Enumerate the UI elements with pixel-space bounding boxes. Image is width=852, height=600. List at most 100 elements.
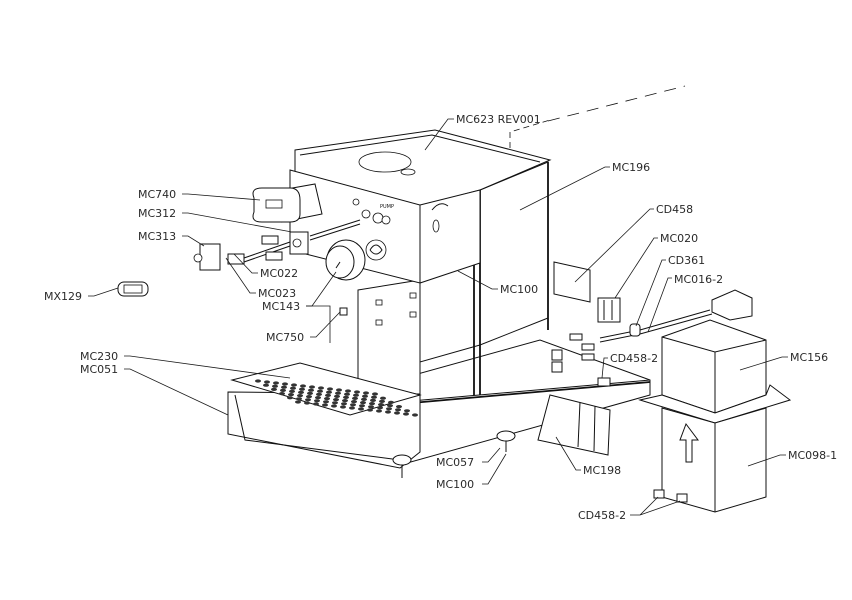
label-mc020: MC020	[660, 232, 698, 245]
grate-hole	[368, 405, 374, 409]
label-mc057: MC057	[436, 456, 474, 469]
relay-mc020	[597, 297, 621, 323]
label-mc016-2: MC016-2	[674, 273, 723, 286]
grate-hole	[377, 406, 383, 410]
label-mc156: MC156	[790, 351, 828, 364]
grate-hole	[279, 392, 285, 396]
grate-hole	[388, 400, 394, 404]
label-mc100-upper: MC100	[500, 283, 538, 296]
grate-hole	[340, 405, 346, 409]
drip-tray	[227, 362, 422, 469]
grate-hole	[334, 394, 340, 398]
drip-grate	[255, 379, 418, 417]
grate-hole	[385, 410, 391, 414]
grate-hole	[412, 413, 418, 417]
grate-hole	[341, 402, 347, 406]
label-cd458-2-lower: CD458-2	[578, 509, 626, 522]
grate-hole	[342, 399, 348, 403]
grate-hole	[358, 407, 364, 411]
grate-hole	[297, 394, 303, 398]
grate-hole	[331, 404, 337, 408]
grate-hole	[333, 398, 339, 402]
grate-hole	[363, 391, 369, 395]
label-cd361: CD361	[668, 254, 705, 267]
grate-hole	[370, 398, 376, 402]
label-mc143: MC143	[262, 300, 300, 313]
grate-hole	[361, 397, 367, 401]
label-mc198: MC198	[583, 464, 621, 477]
grate-hole	[322, 403, 328, 407]
grate-hole	[403, 412, 409, 416]
grate-hole	[369, 402, 375, 406]
grate-hole	[288, 393, 294, 397]
grate-hole	[332, 401, 338, 405]
grate-hole	[314, 399, 320, 403]
label-mc051: MC051	[80, 363, 118, 376]
controller-display	[252, 183, 323, 223]
grate-hole	[394, 411, 400, 415]
label-mc230: MC230	[80, 350, 118, 363]
grate-hole	[380, 396, 386, 400]
phantom-line	[509, 85, 686, 158]
grate-hole	[316, 392, 322, 396]
grommet-cd361	[629, 323, 641, 337]
grate-hole	[315, 396, 321, 400]
power-cord	[551, 289, 753, 373]
grate-hole	[359, 404, 365, 408]
grate-hole	[372, 392, 378, 396]
grate-hole	[395, 408, 401, 412]
toggle-switch	[193, 219, 361, 271]
grate-hole	[281, 385, 287, 389]
grate-hole	[289, 389, 295, 393]
grate-hole	[271, 387, 277, 391]
grate-hole	[326, 390, 332, 394]
grate-hole	[378, 403, 384, 407]
grate-hole	[280, 388, 286, 392]
fitting-mc750	[339, 307, 348, 316]
grate-hole	[296, 397, 302, 401]
label-mc313: MC313	[138, 230, 176, 243]
grate-hole	[304, 401, 310, 405]
grate-hole	[282, 382, 288, 386]
grate-hole	[351, 400, 357, 404]
grate-hole	[299, 387, 305, 391]
grate-hole	[272, 384, 278, 388]
label-mx129: MX129	[44, 290, 82, 303]
grate-hole	[264, 380, 270, 384]
grate-hole	[352, 396, 358, 400]
grate-hole	[343, 395, 349, 399]
grate-hole	[353, 393, 359, 397]
grate-hole	[325, 393, 331, 397]
grate-hole	[290, 386, 296, 390]
foot-left	[392, 454, 412, 478]
grate-hole	[349, 406, 355, 410]
grate-hole	[371, 395, 377, 399]
label-mc023: MC023	[258, 287, 296, 300]
grate-hole	[323, 400, 329, 404]
grate-hole	[317, 389, 323, 393]
part-labels: MC623 REV001 MC196 CD458 MC020 CD361 MC0…	[44, 113, 837, 522]
grate-hole	[362, 394, 368, 398]
grate-hole	[318, 386, 324, 390]
boiler-box: PUMP	[289, 129, 552, 284]
grate-hole	[360, 401, 366, 405]
grate-hole	[336, 388, 342, 392]
label-mc100-lower: MC100	[436, 478, 474, 491]
label-cd458-2-upper: CD458-2	[610, 352, 658, 365]
label-mc623: MC623 REV001	[456, 113, 541, 126]
label-mc740: MC740	[138, 188, 176, 201]
grate-hole	[376, 409, 382, 413]
grate-hole	[255, 379, 261, 383]
grate-hole	[295, 400, 301, 404]
grate-hole	[291, 383, 297, 387]
grate-hole	[298, 390, 304, 394]
grate-hole	[354, 390, 360, 394]
label-card-cd458	[553, 261, 591, 303]
grate-hole	[287, 396, 293, 400]
grate-hole	[404, 409, 410, 413]
grate-hole	[308, 388, 314, 392]
label-cd458: CD458	[656, 203, 693, 216]
grate-hole	[345, 389, 351, 393]
grate-hole	[379, 399, 385, 403]
